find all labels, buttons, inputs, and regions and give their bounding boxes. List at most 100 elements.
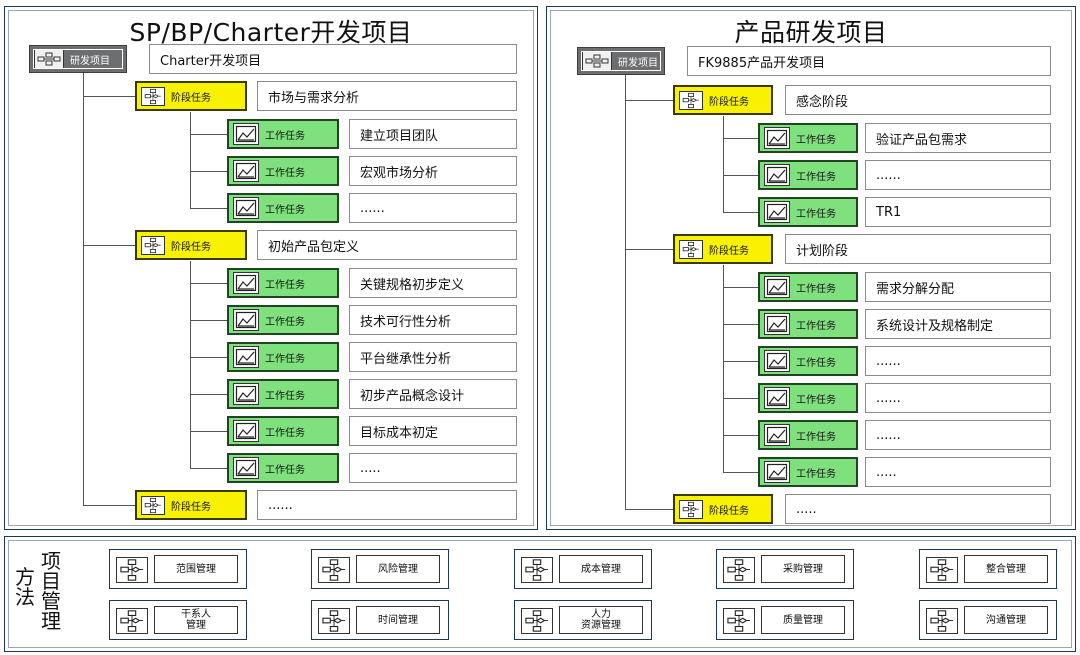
connector-line xyxy=(723,472,758,473)
chart-task-icon xyxy=(764,461,790,483)
work-task-label: 技术可行性分析 xyxy=(349,305,517,335)
work-task-node[interactable]: 工作任务 xyxy=(227,342,339,372)
management-item-label: 沟通管理 xyxy=(964,606,1048,634)
work-task-label: 建立项目团队 xyxy=(349,119,517,149)
flowchart-icon xyxy=(116,608,148,634)
work-task-label: 初步产品概念设计 xyxy=(349,379,517,409)
work-task-node[interactable]: 工作任务 xyxy=(227,156,339,186)
management-item-label: 风险管理 xyxy=(356,555,440,583)
management-item[interactable]: 沟通管理 xyxy=(919,600,1057,640)
connector-line xyxy=(190,431,227,432)
chart-task-icon xyxy=(764,276,790,298)
connector-line xyxy=(190,208,227,209)
management-item-label: 质量管理 xyxy=(761,606,845,634)
connector-line xyxy=(190,171,227,172)
flowchart-icon xyxy=(318,557,350,583)
work-task-node[interactable]: 工作任务 xyxy=(227,268,339,298)
phase-node[interactable]: 阶段任务 xyxy=(135,81,247,111)
root-node-tag: 研发项目 xyxy=(618,57,658,69)
chart-task-icon xyxy=(233,197,259,219)
management-item-label: 范围管理 xyxy=(154,555,238,583)
work-task-label: 目标成本初定 xyxy=(349,416,517,446)
phase-node[interactable]: 阶段任务 xyxy=(673,85,773,115)
work-task-node[interactable]: 工作任务 xyxy=(758,272,858,302)
flowchart-icon xyxy=(679,239,703,259)
work-task-node[interactable]: 工作任务 xyxy=(227,305,339,335)
management-item[interactable]: 质量管理 xyxy=(716,600,854,640)
work-task-node[interactable]: 工作任务 xyxy=(227,193,339,223)
flowchart-icon xyxy=(141,235,165,255)
chart-task-icon xyxy=(233,420,259,442)
work-task-node[interactable]: 工作任务 xyxy=(758,309,858,339)
chart-task-icon xyxy=(233,383,259,405)
work-task-tag: 工作任务 xyxy=(796,394,836,406)
work-task-node[interactable]: 工作任务 xyxy=(227,416,339,446)
work-task-tag: 工作任务 xyxy=(265,390,305,402)
work-task-tag: 工作任务 xyxy=(265,167,305,179)
work-task-node[interactable]: 工作任务 xyxy=(758,383,858,413)
chart-task-icon xyxy=(233,457,259,479)
phase-node[interactable]: 阶段任务 xyxy=(135,490,247,520)
work-task-node[interactable]: 工作任务 xyxy=(758,420,858,450)
chart-task-icon xyxy=(764,424,790,446)
work-task-node[interactable]: 工作任务 xyxy=(758,160,858,190)
connector-line xyxy=(723,398,758,399)
work-task-label: 关键规格初步定义 xyxy=(349,268,517,298)
management-item-label: 时间管理 xyxy=(356,606,440,634)
work-task-label: 宏观市场分析 xyxy=(349,156,517,186)
management-item-label: 整合管理 xyxy=(964,555,1048,583)
chart-task-icon xyxy=(764,387,790,409)
phase-tag: 阶段任务 xyxy=(171,501,211,513)
chart-task-icon xyxy=(233,346,259,368)
flowchart-icon xyxy=(926,557,958,583)
connector-line xyxy=(723,212,758,213)
work-task-label: ...... xyxy=(865,160,1051,190)
management-item[interactable]: 时间管理 xyxy=(311,600,449,640)
left-panel-frame xyxy=(8,10,534,526)
phase-node[interactable]: 阶段任务 xyxy=(673,234,773,264)
flowchart-icon xyxy=(521,557,553,583)
management-item[interactable]: 成本管理 xyxy=(514,549,652,589)
work-task-label: TR1 xyxy=(865,197,1051,227)
flowchart-icon xyxy=(679,90,703,110)
work-task-tag: 工作任务 xyxy=(265,353,305,365)
management-item[interactable]: 整合管理 xyxy=(919,549,1057,589)
phase-node[interactable]: 阶段任务 xyxy=(135,230,247,260)
work-task-node[interactable]: 工作任务 xyxy=(227,119,339,149)
work-task-node[interactable]: 工作任务 xyxy=(758,346,858,376)
management-item-label: 人力 资源管理 xyxy=(559,606,643,634)
work-task-node[interactable]: 工作任务 xyxy=(227,453,339,483)
work-task-label: ...... xyxy=(865,346,1051,376)
work-task-tag: 工作任务 xyxy=(796,320,836,332)
right-panel: 产品研发项目 研发项目 FK9885产品开发项目 阶段任务 感念阶段 工作任务 … xyxy=(546,6,1076,530)
connector-line xyxy=(190,261,191,469)
management-item[interactable]: 范围管理 xyxy=(109,549,247,589)
connector-line xyxy=(83,505,135,506)
work-task-tag: 工作任务 xyxy=(265,427,305,439)
work-task-tag: 工作任务 xyxy=(265,204,305,216)
chart-task-icon xyxy=(233,309,259,331)
root-node[interactable]: 研发项目 xyxy=(29,45,127,73)
chart-task-icon xyxy=(764,201,790,223)
work-task-label: ...... xyxy=(865,420,1051,450)
work-task-node[interactable]: 工作任务 xyxy=(758,123,858,153)
connector-line xyxy=(190,394,227,395)
work-task-node[interactable]: 工作任务 xyxy=(758,457,858,487)
root-node[interactable]: 研发项目 xyxy=(577,47,665,75)
connector-line xyxy=(190,283,227,284)
phase-tag: 阶段任务 xyxy=(171,92,211,104)
management-item[interactable]: 人力 资源管理 xyxy=(514,600,652,640)
flowchart-icon xyxy=(723,608,755,634)
flowchart-icon xyxy=(926,608,958,634)
work-task-tag: 工作任务 xyxy=(265,316,305,328)
phase-tag: 阶段任务 xyxy=(709,96,749,108)
management-item[interactable]: 风险管理 xyxy=(311,549,449,589)
work-task-node[interactable]: 工作任务 xyxy=(227,379,339,409)
work-task-node[interactable]: 工作任务 xyxy=(758,197,858,227)
phase-node[interactable]: 阶段任务 xyxy=(673,494,773,524)
root-label: FK9885产品开发项目 xyxy=(687,46,1051,76)
side-title-method-text: 方法 xyxy=(15,565,35,609)
flowchart-icon xyxy=(723,557,755,583)
management-item[interactable]: 干系人 管理 xyxy=(109,600,247,640)
management-item[interactable]: 采购管理 xyxy=(716,549,854,589)
